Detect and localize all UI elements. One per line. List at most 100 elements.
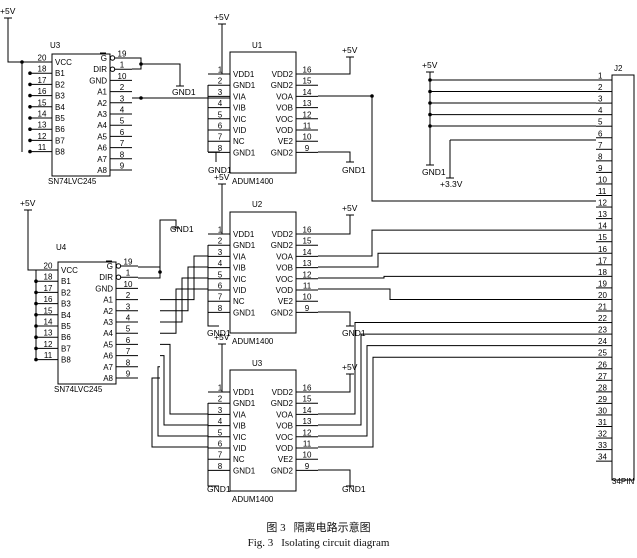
buffer-pin-number: 9 [126, 370, 131, 379]
buffer-pin-number: 19 [118, 50, 127, 59]
isolator-pin-number: 5 [218, 270, 223, 279]
supply-wire [318, 374, 351, 393]
isolator-pin-label: VIB [233, 104, 246, 113]
buffer-pin-label: B4 [61, 311, 71, 320]
buffer-pin-number: 11 [38, 143, 47, 152]
buffer-pin-label: B3 [55, 92, 65, 101]
isolator-pin-number: 14 [303, 248, 312, 257]
connector-pin-number: 32 [598, 430, 607, 439]
connector-pin-number: 34 [598, 453, 607, 462]
buffer-pin-label: B1 [55, 69, 65, 78]
isolator-pin-number: 9 [305, 304, 310, 313]
isolator-pin-number: 12 [303, 110, 312, 119]
buffer-pin-label: A1 [97, 88, 107, 97]
buffer-ref: U3 [50, 41, 61, 50]
buffer-pin-label: A5 [103, 340, 113, 349]
supply-label: +5V [214, 172, 230, 182]
wire [318, 229, 596, 257]
buffer-pin-label: B5 [55, 114, 65, 123]
isolator-pin-number: 12 [303, 270, 312, 279]
connector-pin-number: 23 [598, 326, 607, 335]
isolator-pin-label: VE2 [278, 455, 294, 464]
connector-pin-number: 3 [598, 95, 603, 104]
isolator-pin-number: 15 [303, 77, 312, 86]
wire [318, 151, 351, 162]
isolator-pin-label: VDD2 [272, 230, 294, 239]
isolator-pin-number: 15 [303, 395, 312, 404]
buffer-chip-body [57, 261, 117, 385]
buffer-pin-number: 2 [120, 83, 125, 92]
junction-dot [28, 71, 32, 75]
ground-label: GND1 [207, 484, 231, 494]
buffer-pin-label: VCC [61, 266, 78, 275]
isolator-pin-label: VIC [233, 275, 247, 284]
isolator-pin-label: GND1 [233, 399, 256, 408]
buffer-pin-number: 3 [126, 302, 131, 311]
wire [318, 322, 596, 415]
isolator-ref: U3 [252, 359, 263, 368]
buffer-pin-number: 10 [124, 280, 133, 289]
buffer-pin-label: B6 [61, 333, 71, 342]
buffer-pin-label: B2 [55, 80, 65, 89]
buffer-pin-label: A8 [103, 374, 113, 383]
supply-wire [318, 57, 351, 75]
buffer-pin-number: 13 [38, 121, 47, 130]
supply-label: +5V [214, 332, 230, 342]
connector-pin-number: 21 [598, 303, 607, 312]
isolator-pin-number: 13 [303, 99, 312, 108]
buffer-pin-label: A2 [103, 307, 113, 316]
junction-dot [28, 138, 32, 143]
connector-part: 34PIN [612, 477, 634, 486]
isolator-pin-label: GND1 [233, 81, 256, 90]
isolator-pin-number: 9 [305, 144, 310, 153]
isolator-pin-number: 3 [218, 248, 223, 257]
supply-wire [318, 215, 351, 235]
isolator-pin-label: VOA [276, 252, 294, 261]
ground-label: GND1 [172, 87, 196, 97]
isolator-pin-number: 4 [218, 417, 223, 426]
isolator-chip-body [229, 369, 297, 492]
buffer-pin-number: 18 [38, 65, 47, 74]
inversion-bubble [115, 263, 122, 269]
buffer-pin-number: 8 [120, 150, 125, 159]
wire [208, 151, 217, 162]
junction-dot [28, 116, 32, 120]
junction-dot [370, 94, 374, 98]
buffer-pin-number: 19 [124, 258, 133, 267]
isolator-pin-label: GND2 [271, 399, 294, 408]
wire [160, 288, 208, 334]
isolator-pin-label: VOC [276, 115, 294, 124]
isolator-pin-number: 7 [218, 293, 223, 302]
ground-label: GND1 [422, 167, 446, 177]
buffer-pin-label: A6 [97, 144, 107, 153]
buffer-pin-label: GND [95, 284, 113, 293]
inversion-bubble [109, 55, 116, 61]
connector-pin-number: 13 [598, 210, 607, 219]
junction-dot [28, 93, 32, 98]
buffer-pin-number: 11 [44, 351, 53, 360]
buffer-pin-label: B1 [61, 277, 71, 286]
buffer-pin-number: 15 [38, 98, 47, 107]
buffer-chip-body [51, 53, 111, 177]
caption-en-number: Fig. 3 [247, 537, 274, 549]
isolator-pin-number: 9 [305, 462, 310, 471]
isolator-pin-number: 7 [218, 451, 223, 460]
supply-label: +5V [20, 198, 36, 208]
buffer-pin-number: 18 [44, 273, 53, 282]
isolator-pin-number: 8 [218, 144, 223, 153]
isolator-part: ADUM1400 [232, 337, 274, 346]
supply-wire [7, 18, 30, 63]
buffer-pin-number: 3 [120, 94, 125, 103]
connector-pin-number: 24 [598, 337, 607, 346]
buffer-part: SN74LVC245 [54, 385, 103, 394]
buffer-pin-label: A4 [103, 329, 113, 338]
isolator-pin-number: 6 [218, 440, 223, 449]
buffer-pin-label: GND [89, 76, 107, 85]
buffer-pin-number: 16 [44, 295, 53, 304]
isolator-ref: U2 [252, 200, 263, 209]
supply-label: +5V [342, 362, 358, 372]
wire [138, 266, 161, 279]
wire [318, 333, 596, 426]
isolator-pin-label: VE2 [278, 137, 294, 146]
connector-ref: J2 [614, 64, 623, 73]
